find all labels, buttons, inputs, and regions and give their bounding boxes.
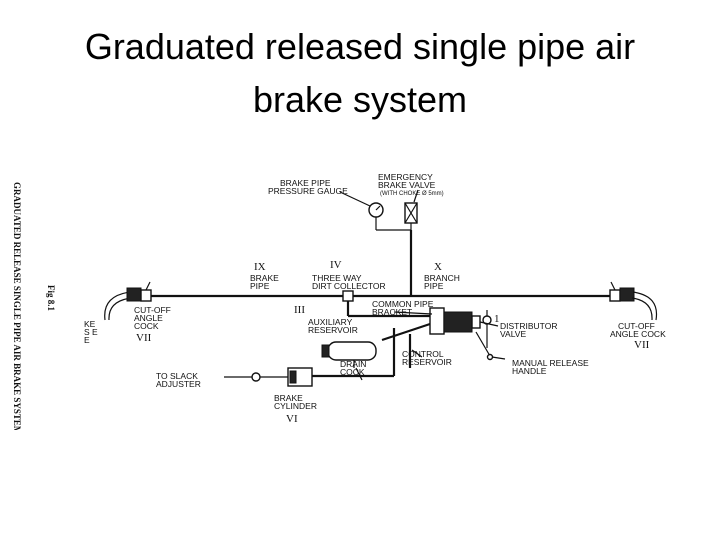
left-hose-coupling (126, 287, 142, 302)
label-num-x: X (434, 261, 442, 273)
label-num-iv: IV (330, 259, 342, 271)
label-num-vi: VI (286, 413, 298, 425)
brake-system-diagram: GRADUATED RELEASE SINGLE PIPE AIR BRAKE … (12, 172, 666, 430)
leader-control (411, 349, 423, 358)
right-angle-cock (609, 289, 621, 302)
distributor-valve (443, 311, 473, 333)
fig-number: Fig 8.1 (46, 285, 56, 311)
left-angle-cock-handle (145, 281, 151, 291)
label-num-vii-right: VII (634, 339, 650, 351)
label-manual-release-1: MANUAL RELEASE (512, 358, 589, 368)
brake-system-figure: GRADUATED RELEASE SINGLE PIPE AIR BRAKE … (10, 170, 710, 430)
right-angle-cock-handle (610, 281, 616, 291)
label-dirt-collector-1: THREE WAY (312, 273, 362, 283)
label-brake-cyl-2: CYLINDER (274, 401, 317, 411)
label-brake-pipe-2: PIPE (250, 281, 270, 291)
label-hose-left-3: E (84, 335, 90, 345)
auxiliary-reservoir (327, 341, 377, 361)
leader-gauge (339, 191, 371, 207)
label-common-bracket-2: BRACKET (372, 307, 412, 317)
leader-common-bracket (393, 311, 433, 315)
label-branch-pipe-2: PIPE (424, 281, 444, 291)
label-cutoff-left-2: ANGLE (134, 313, 163, 323)
leader-emergency (413, 189, 419, 203)
label-num-ix: IX (254, 261, 266, 273)
pressure-gauge-needle (375, 205, 381, 211)
emergency-valve-cross-b (404, 202, 418, 224)
label-brake-cyl-1: BRAKE (274, 393, 303, 403)
label-aux-res-2: RESERVOIR (308, 325, 358, 335)
slide-title: Graduated released single pipe air brake… (40, 20, 680, 126)
label-cutoff-right-1: CUT-OFF (618, 321, 655, 331)
label-hose-left-2: S E (84, 327, 98, 337)
label-slack-2: ADJUSTER (156, 379, 201, 389)
label-emergency-2: BRAKE VALVE (378, 180, 436, 190)
label-slack-1: TO SLACK (156, 371, 198, 381)
manual-release-knob (486, 353, 494, 361)
label-num-iii: III (294, 304, 305, 316)
label-control-res-2: RESERVOIR (402, 357, 452, 367)
right-hose-coupling (619, 287, 635, 302)
label-cutoff-right-2: ANGLE COCK (610, 329, 666, 339)
aux-res-pipe (381, 322, 431, 342)
label-manual-release-2: HANDLE (512, 366, 547, 376)
right-hose (632, 291, 658, 321)
slack-adjuster-pin (251, 372, 261, 382)
label-gauge-1: BRAKE PIPE (280, 178, 331, 188)
slide-title-line-2: brake system (252, 79, 468, 120)
label-emergency-1: EMERGENCY (378, 172, 433, 182)
label-brake-pipe-1: BRAKE (250, 273, 279, 283)
label-drain-cock-2: COCK (340, 367, 365, 377)
distributor-valve-cap (471, 315, 481, 329)
label-cutoff-left-3: COCK (134, 321, 159, 331)
leader-drain (355, 367, 363, 381)
label-distributor-1: DISTRIBUTOR (500, 321, 557, 331)
label-common-bracket-1: COMMON PIPE (372, 299, 434, 309)
label-num-i: 1 (494, 313, 500, 325)
left-angle-cock (140, 289, 152, 302)
leader-distributor (479, 321, 499, 327)
label-hose-left-1: KE (84, 319, 96, 329)
label-branch-pipe-1: BRANCH (424, 273, 460, 283)
common-pipe-bracket (429, 307, 445, 335)
label-distributor-2: VALVE (500, 329, 526, 339)
label-num-vii-left: VII (136, 332, 152, 344)
side-caption: GRADUATED RELEASE SINGLE PIPE AIR BRAKE … (12, 182, 22, 430)
label-gauge-2: PRESSURE GAUGE (268, 186, 348, 196)
label-aux-res-1: AUXILIARY (308, 317, 353, 327)
slide-title-line-1: Graduated released single pipe air (84, 26, 636, 67)
brake-cylinder-head (289, 370, 297, 384)
left-hose (104, 291, 131, 321)
label-control-res-1: CONTROL (402, 349, 444, 359)
leader-manual (491, 356, 506, 360)
label-cutoff-left-1: CUT-OFF (134, 305, 171, 315)
manual-release-handle (475, 331, 491, 357)
label-dirt-collector-2: DIRT COLLECTOR (312, 281, 386, 291)
aux-res-end-cap (321, 344, 330, 358)
right-hose-outer (631, 297, 653, 321)
dirt-collector (342, 290, 354, 302)
label-emergency-3: (WITH CHOKE Ø 5mm) (380, 191, 444, 197)
label-drain-cock-1: DRAIN (340, 359, 366, 369)
